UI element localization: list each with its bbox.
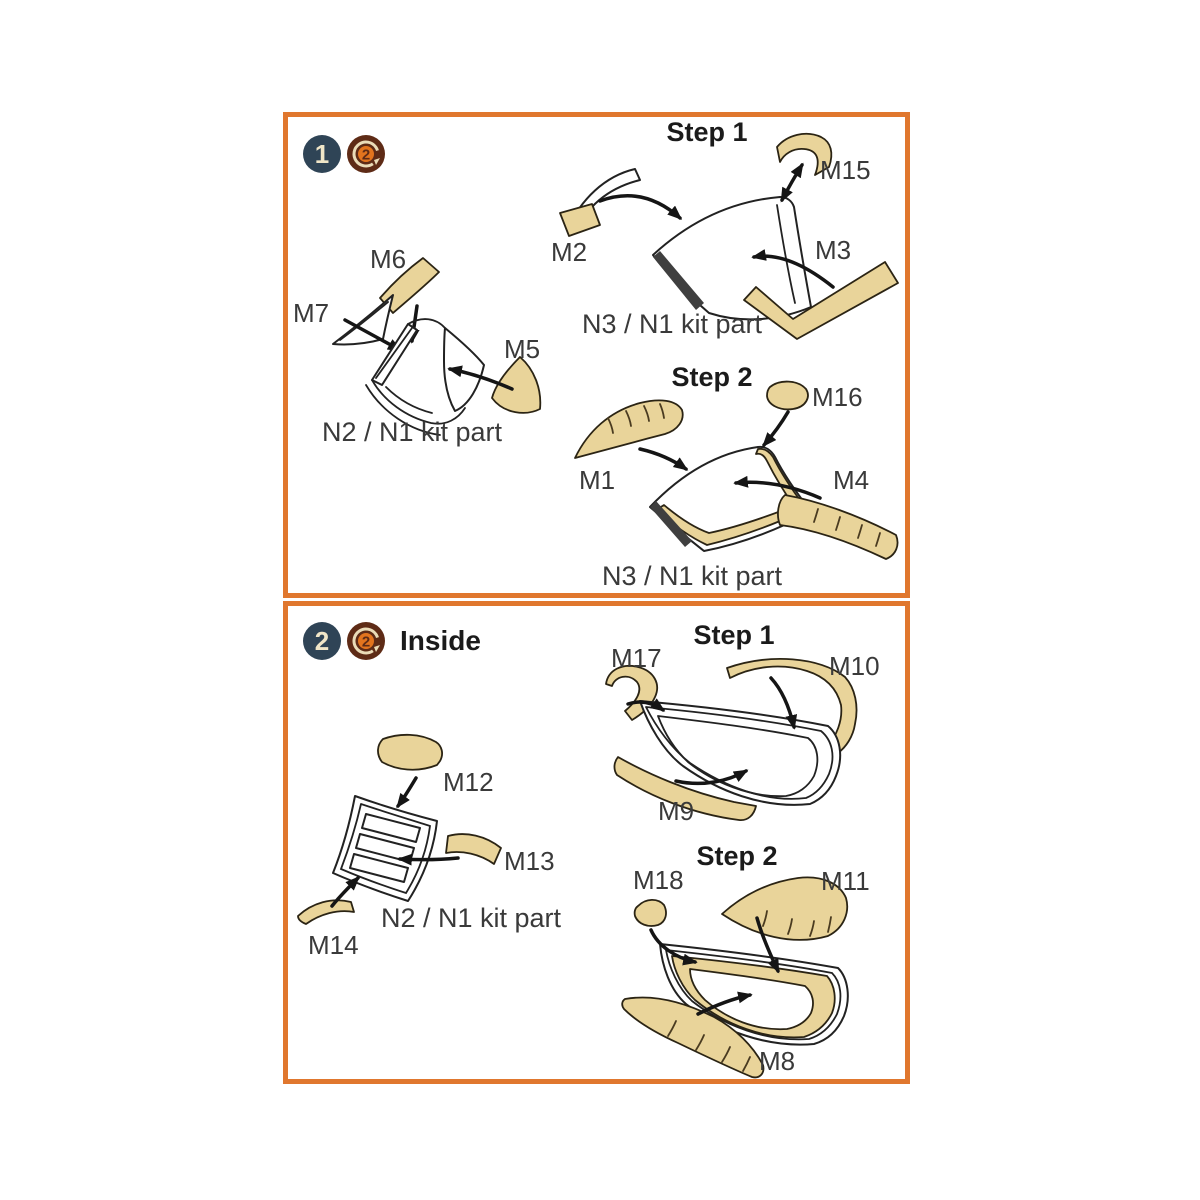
- panel-2-inside: 2 2 Inside Step 1 M17 M10 M9 M12 M13 M14…: [283, 601, 910, 1084]
- arrow-m1-to-canopy: [638, 447, 689, 471]
- i-step2-canopy-frame-part: [659, 943, 849, 1046]
- i-left-mask-m13-shape: [445, 833, 502, 865]
- p1-step2-title: Step 2: [671, 362, 753, 392]
- i-step1-mask-m9-shape: [613, 756, 757, 821]
- p1-step1-title: Step 1: [666, 117, 748, 147]
- p2-label-m13: M13: [504, 846, 555, 876]
- p1-label-m1: M1: [579, 465, 616, 495]
- p1-step2-caption: N3 / N1 kit part: [601, 561, 783, 591]
- p2-label-m8: M8: [759, 1046, 796, 1076]
- step2-mask-m4-shape: [777, 494, 899, 560]
- panel-2-drawing: [297, 658, 858, 1079]
- arrow-m10-to-frame: [769, 676, 798, 730]
- p2-step2-title: Step 2: [696, 841, 778, 871]
- arrow-m14-to-frame: [330, 876, 360, 908]
- step2-canopy-part: [649, 445, 812, 552]
- arrow-m8-to-frame: [696, 991, 753, 1016]
- step1-mask-m3-shape: [743, 261, 899, 340]
- arrow-m12-to-frame: [396, 776, 418, 809]
- p1-label-m2: M2: [551, 237, 588, 267]
- arrow-m13-to-frame: [397, 853, 460, 866]
- step1-canopy-part: [652, 196, 812, 321]
- arrow-m18-to-frame: [649, 928, 698, 966]
- panel-2-badge: 2: [303, 622, 341, 660]
- p1-left-caption: N2 / N1 kit part: [321, 417, 503, 447]
- i-left-mask-m14-shape: [297, 899, 355, 925]
- left-mask-m6-shape: [379, 257, 440, 314]
- p2-label-m9: M9: [658, 796, 695, 826]
- svg-text:2: 2: [362, 147, 370, 164]
- svg-text:2: 2: [362, 634, 370, 651]
- arrow-m5-to-frame: [447, 365, 514, 391]
- panel-1-drawing: [332, 133, 899, 560]
- p2-label-m11: M11: [821, 866, 870, 896]
- arrow-m9-to-frame: [674, 769, 749, 786]
- panel-1-badge: 1: [303, 135, 341, 173]
- panel-2-heading: Inside: [400, 625, 481, 656]
- step2-mask-m1-shape: [574, 399, 684, 459]
- arrow-m11-to-frame: [755, 916, 780, 974]
- p1-step1-caption: N3 / N1 kit part: [581, 309, 763, 339]
- p2-left-caption: N2 / N1 kit part: [380, 903, 562, 933]
- i-step2-mask-m8-shape: [621, 996, 765, 1079]
- arrow-m4-to-canopy: [733, 475, 822, 500]
- p2-step1-title: Step 1: [693, 620, 775, 650]
- p1-label-m4: M4: [833, 465, 870, 495]
- brand-logo-icon: 2: [347, 135, 385, 173]
- arrow-m3-to-canopy: [751, 249, 835, 289]
- i-step2-mask-m11-shape: [721, 876, 849, 941]
- arrow-m2-to-canopy: [598, 194, 683, 220]
- step1-mask-m15-shape: [776, 133, 833, 176]
- i-step2-mask-m18-shape: [633, 898, 667, 927]
- p2-label-m10: M10: [829, 651, 880, 681]
- arrow-m15-canopy-double: [780, 162, 804, 203]
- arrow-m7-to-frame: [343, 318, 403, 352]
- step1-mask-m2-shape: [559, 203, 601, 237]
- p1-label-m3: M3: [815, 235, 852, 265]
- p2-label-m18: M18: [633, 865, 684, 895]
- p1-label-m15: M15: [820, 155, 871, 185]
- left-part-m7-window: [332, 294, 394, 346]
- p1-label-m5: M5: [504, 334, 541, 364]
- p2-label-m12: M12: [443, 767, 494, 797]
- arrow-m16-to-canopy: [762, 410, 790, 448]
- step2-mask-m16-shape: [766, 380, 809, 411]
- p1-label-m16: M16: [812, 382, 863, 412]
- p2-label-m17: M17: [611, 643, 662, 673]
- arrow-m17-to-frame: [626, 698, 666, 712]
- panel-1-outside: 1 2 Step 1 M2 M15 M3 N3 / N1 kit part M6…: [283, 112, 910, 598]
- left-mask-m5-shape: [491, 356, 542, 414]
- left-windscreen-frame-part: [365, 318, 485, 436]
- p1-label-m7: M7: [293, 298, 330, 328]
- p1-label-m6: M6: [370, 244, 407, 274]
- brand-logo-icon: 2: [347, 622, 385, 660]
- p2-label-m14: M14: [308, 930, 359, 960]
- i-left-mask-m12-shape: [377, 733, 443, 771]
